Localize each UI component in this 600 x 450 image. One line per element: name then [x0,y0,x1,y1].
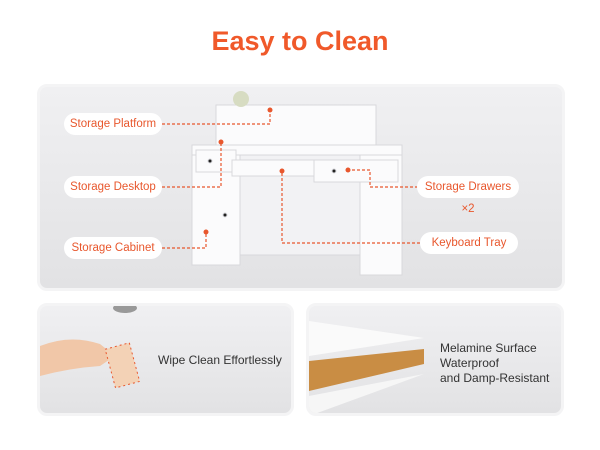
melamine-panel: Melamine Surface Waterproof and Damp-Res… [306,303,564,416]
melamine-line-3: and Damp-Resistant [440,371,550,385]
board-layers-image [309,321,424,413]
vase-image [233,91,249,107]
label-storage-desktop: Storage Desktop [64,176,162,198]
hand-cloth-image [40,306,141,389]
wipe-clean-panel: Wipe Clean Effortlessly [37,303,294,416]
desk-image [191,104,403,276]
melamine-line-1: Melamine Surface [440,341,537,355]
label-storage-cabinet: Storage Cabinet [64,237,162,259]
leader-lines [162,110,420,249]
label-storage-drawers: Storage Drawers ×2 [417,176,519,215]
wipe-clean-text: Wipe Clean Effortlessly [158,353,282,367]
melamine-line-2: Waterproof [440,356,499,370]
label-storage-platform: Storage Platform [64,113,162,135]
marker-dots [203,107,351,235]
label-keyboard-tray: Keyboard Tray [420,232,518,254]
page-title: Easy to Clean [211,26,389,56]
